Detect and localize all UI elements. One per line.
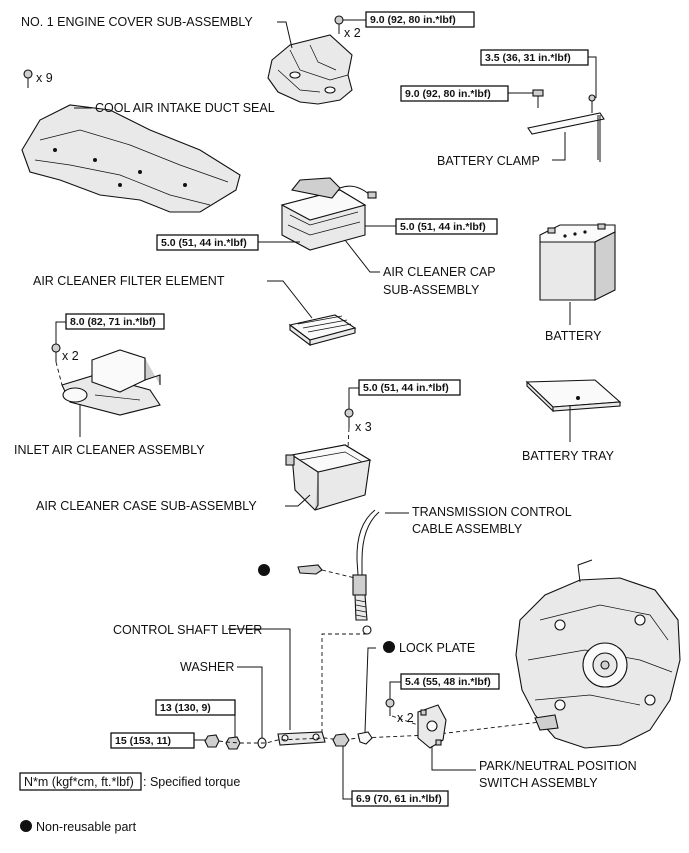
battery-label: BATTERY (545, 329, 602, 343)
filter-element-label: AIR CLEANER FILTER ELEMENT (33, 274, 225, 288)
battery-tray-label: BATTERY TRAY (522, 449, 615, 463)
air-cleaner-cap-label-1: AIR CLEANER CAP (383, 265, 496, 279)
air-cleaner-cap-label-2: SUB-ASSEMBLY (383, 283, 480, 297)
inlet-bolt-icon (51, 343, 61, 362)
clamp-bolt-torque: 9.0 (92, 80 in.*lbf) (405, 88, 491, 100)
lock-plate-label: LOCK PLATE (399, 641, 475, 655)
inlet-air-cleaner-label: INLET AIR CLEANER ASSEMBLY (14, 443, 205, 457)
inlet-bolt-qty: x 2 (62, 349, 79, 363)
case-bolt-icon (344, 408, 354, 428)
battery-tray-illustration (525, 379, 622, 413)
shaft-nut-torque: 15 (153, 11) (115, 735, 171, 747)
cap-left-torque: 5.0 (51, 44 in.*lbf) (161, 237, 247, 249)
intake-duct-seal-illustration (21, 104, 241, 213)
air-cleaner-cap-illustration (280, 177, 377, 251)
cable-nut-torque: 6.9 (70, 61 in.*lbf) (356, 793, 442, 805)
clamp-nut-torque: 3.5 (36, 31 in.*lbf) (485, 52, 571, 64)
case-torque: 5.0 (51, 44 in.*lbf) (363, 382, 449, 394)
transaxle-illustration (515, 559, 681, 749)
pnp-label-2: SWITCH ASSEMBLY (479, 776, 598, 790)
cable-nut-icon (332, 733, 350, 747)
lever-nut-torque: 13 (130, 9) (160, 702, 211, 714)
engine-cover-torque: 9.0 (92, 80 in.*lbf) (370, 14, 456, 26)
filter-element-illustration (288, 314, 357, 347)
air-cleaner-case-label: AIR CLEANER CASE SUB-ASSEMBLY (36, 499, 257, 513)
engine-cover-bolt-qty: x 2 (344, 26, 361, 40)
legend-non-reusable-text: Non-reusable part (36, 820, 137, 834)
pnp-bolt-qty: x 2 (397, 711, 414, 725)
shaft-nut-icon (204, 734, 220, 748)
battery-clamp-illustration (527, 94, 605, 162)
intake-duct-seal-label: COOL AIR INTAKE DUCT SEAL (95, 101, 275, 115)
washer-label: WASHER (180, 660, 234, 674)
non-reusable-dot-icon (258, 564, 270, 576)
legend-non-reusable-icon (20, 820, 32, 832)
pnp-bolt-icon (385, 698, 395, 716)
cap-right-torque: 5.0 (51, 44 in.*lbf) (400, 221, 486, 233)
control-shaft-lever-label: CONTROL SHAFT LEVER (113, 623, 262, 637)
tcable-label-2: CABLE ASSEMBLY (412, 522, 523, 536)
pnp-switch-illustration (417, 704, 447, 749)
legend-torque-text: : Specified torque (143, 775, 240, 789)
battery-illustration (539, 223, 616, 301)
inlet-torque: 8.0 (82, 71 in.*lbf) (70, 316, 156, 328)
pnp-label-1: PARK/NEUTRAL POSITION (479, 759, 637, 773)
engine-cover-label: NO. 1 ENGINE COVER SUB-ASSEMBLY (21, 15, 253, 29)
cable-clip-icon (297, 564, 323, 575)
seal-clip-icon (23, 69, 33, 88)
tcable-label-1: TRANSMISSION CONTROL (412, 505, 572, 519)
engine-cover-bolt-icon (334, 15, 344, 34)
case-bolt-qty: x 3 (355, 420, 372, 434)
engine-cover-illustration (267, 34, 353, 105)
air-cleaner-case-illustration (285, 444, 372, 511)
lever-nut-icon (225, 736, 241, 750)
seal-clip-qty: x 9 (36, 71, 53, 85)
battery-clamp-label: BATTERY CLAMP (437, 154, 540, 168)
transmission-cable-illustration (352, 509, 380, 635)
legend-torque-box: N*m (kgf*cm, ft.*lbf) (24, 775, 134, 789)
lock-plate-dot-icon (383, 641, 395, 653)
lock-plate-icon (357, 731, 373, 745)
pnp-torque: 5.4 (55, 48 in.*lbf) (405, 676, 491, 688)
clamp-bolt-icon (532, 89, 544, 108)
inlet-air-cleaner-illustration (61, 349, 161, 416)
